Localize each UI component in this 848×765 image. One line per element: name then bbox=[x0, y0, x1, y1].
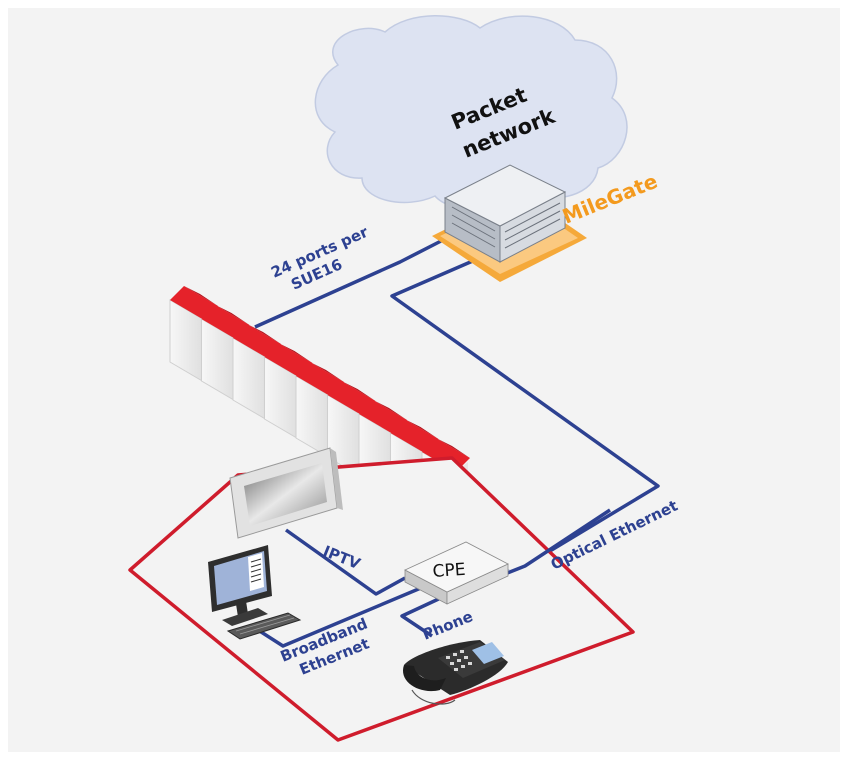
line-milegate-to-houses bbox=[254, 238, 444, 329]
desktop-computer bbox=[208, 545, 302, 640]
packet-network-cloud: Packet network bbox=[314, 15, 628, 211]
cpe-device: CPE bbox=[404, 541, 510, 605]
telephone bbox=[402, 640, 508, 705]
tv-monitor bbox=[229, 447, 343, 539]
cpe-label: CPE bbox=[432, 560, 466, 582]
